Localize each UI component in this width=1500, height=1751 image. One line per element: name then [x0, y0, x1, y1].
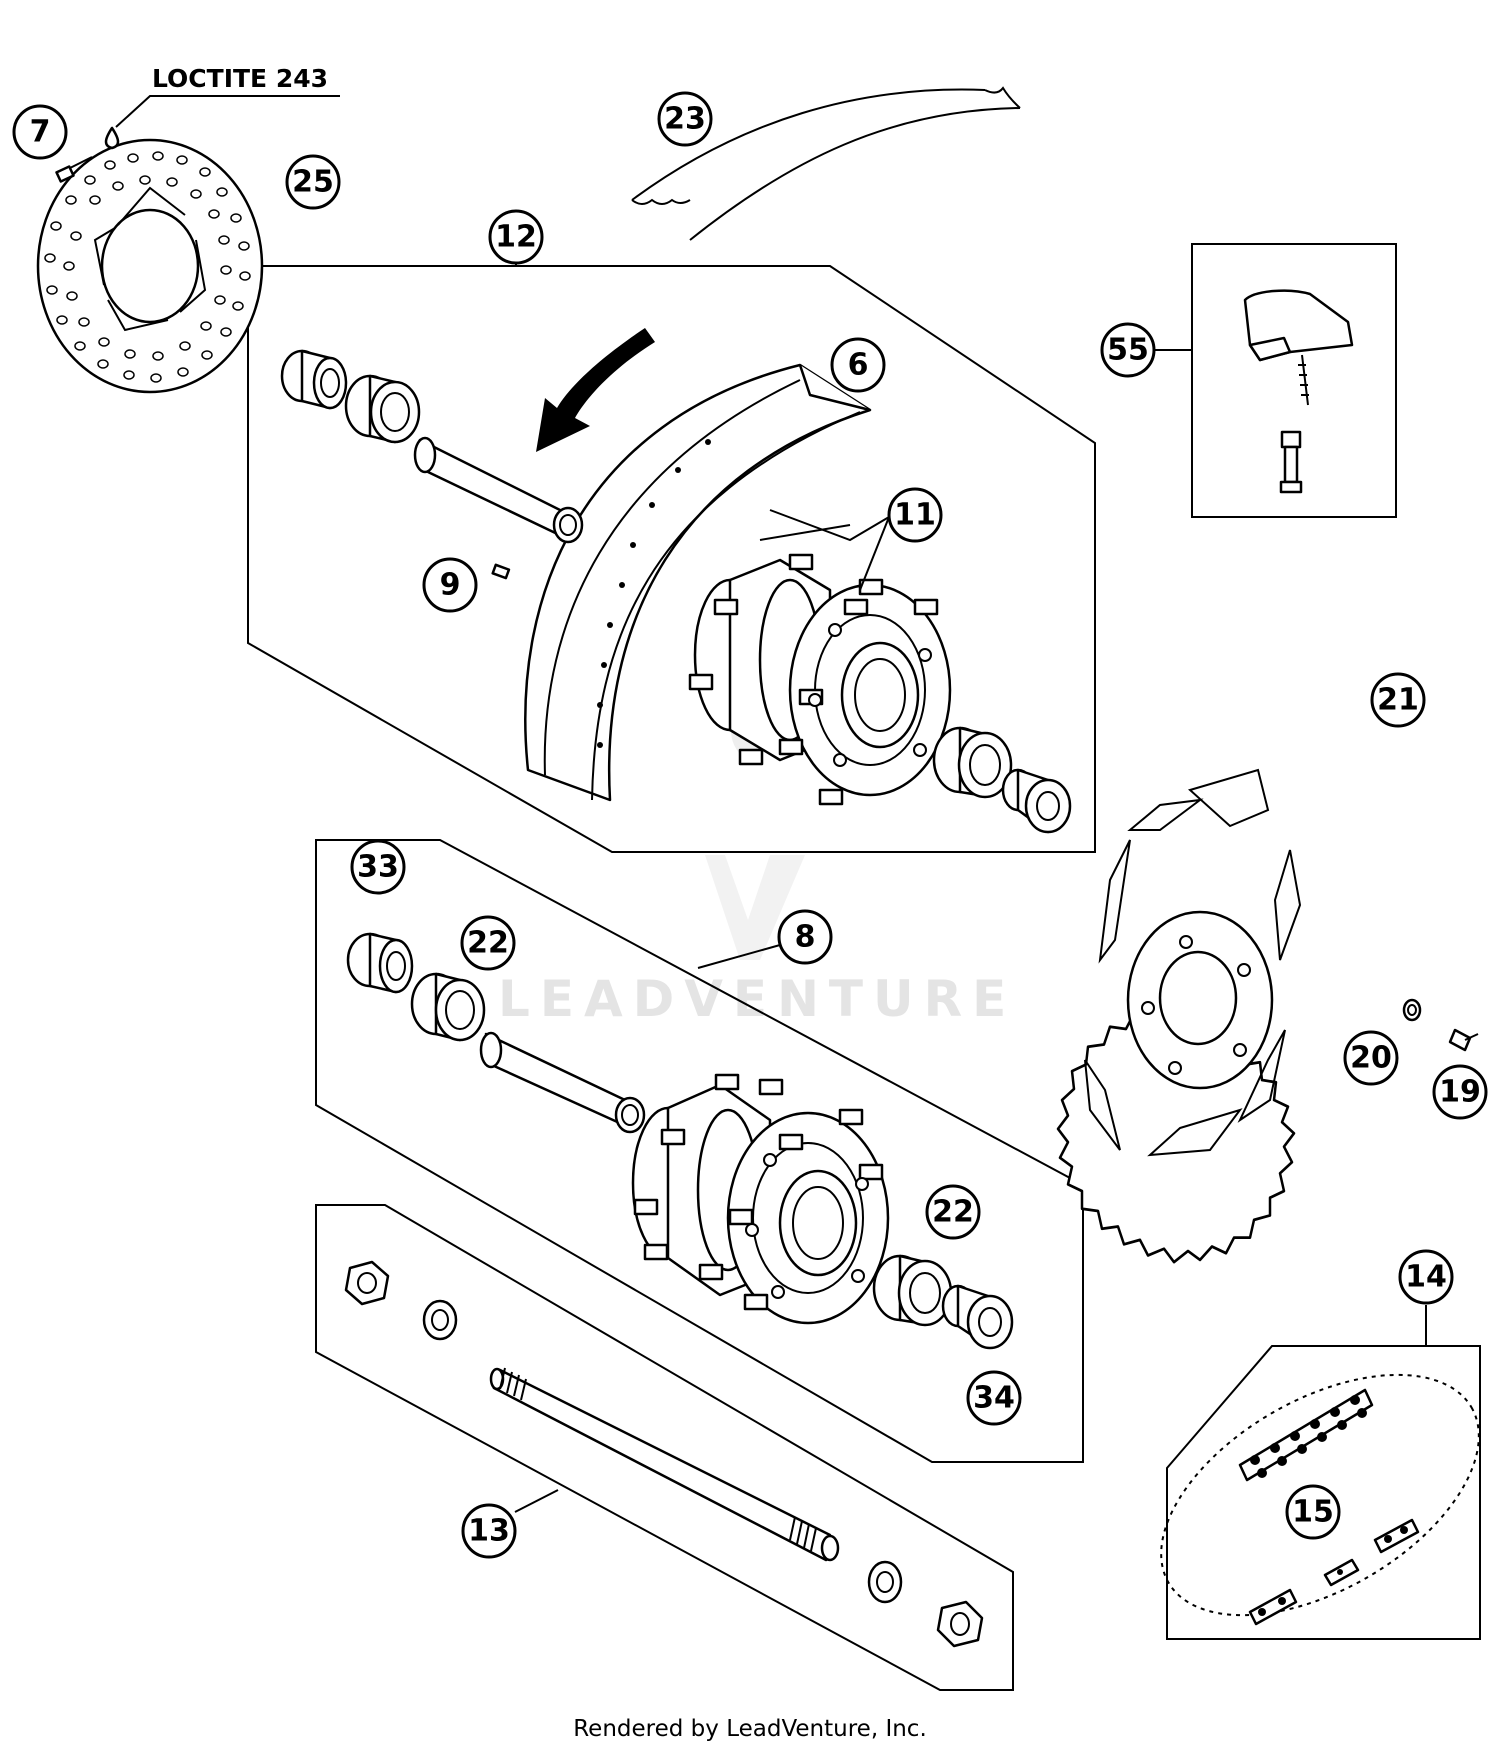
- svg-text:22: 22: [932, 1195, 974, 1230]
- svg-text:21: 21: [1377, 683, 1419, 718]
- callout-11-leader: [769, 509, 890, 542]
- sprocket-nut: [1402, 998, 1422, 1022]
- wheel-bearing-left: [344, 374, 421, 444]
- callout-14: 14: [1398, 1249, 1454, 1305]
- callout-11: 11: [887, 487, 943, 543]
- spoke-nipple: [491, 563, 511, 580]
- chain-box: [1166, 1345, 1481, 1640]
- wheel-bearing-right: [932, 726, 1013, 799]
- svg-text:20: 20: [1350, 1041, 1392, 1076]
- brake-disc: [36, 138, 264, 394]
- direction-arrow: [536, 328, 655, 452]
- loctite-label: LOCTITE 243: [152, 64, 328, 93]
- brake-disc-spokes: [93, 186, 207, 332]
- callout-8-leader: [697, 944, 781, 969]
- callout-25: 25: [285, 154, 341, 210]
- footer-credit: Rendered by LeadVenture, Inc.: [573, 1716, 927, 1742]
- watermark: LEADVENTURE: [498, 700, 1016, 1028]
- svg-text:55: 55: [1107, 333, 1149, 368]
- svg-text:13: 13: [468, 1514, 510, 1549]
- callout-22-lower: 22: [925, 1184, 981, 1240]
- svg-text:25: 25: [292, 165, 334, 200]
- hub-spacer-left: [346, 932, 414, 994]
- wheel-sleeve: [413, 436, 584, 544]
- hub-assembly-box: [315, 839, 1084, 1463]
- watermark-text: LEADVENTURE: [498, 970, 1016, 1028]
- rim: [524, 363, 872, 802]
- chain-outline: [1160, 1373, 1480, 1617]
- callout-13: 13: [461, 1503, 517, 1559]
- svg-text:15: 15: [1292, 1495, 1334, 1530]
- loctite-drop-icon: [104, 95, 340, 150]
- svg-text:19: 19: [1439, 1075, 1481, 1110]
- svg-text:33: 33: [357, 850, 399, 885]
- wheel-spacer-right: [1001, 768, 1072, 834]
- rear-sprocket: [1056, 768, 1302, 1264]
- callout-23: 23: [657, 91, 713, 147]
- callout-22-upper: 22: [460, 915, 516, 971]
- callout-7: 7: [12, 104, 68, 160]
- callout-21: 21: [1370, 672, 1426, 728]
- svg-text:22: 22: [467, 926, 509, 961]
- svg-text:6: 6: [848, 348, 869, 383]
- svg-text:12: 12: [495, 220, 537, 255]
- callout-9: 9: [422, 557, 478, 613]
- callout-20: 20: [1343, 1030, 1399, 1086]
- callout-6: 6: [830, 337, 886, 393]
- wheel-spacer-left: [280, 349, 348, 410]
- wheel-assembly-box: [247, 265, 1096, 853]
- hub-spacer-right: [941, 1284, 1014, 1350]
- callout-13-leader: [514, 1489, 559, 1513]
- svg-text:9: 9: [440, 568, 461, 603]
- svg-text:14: 14: [1405, 1260, 1447, 1295]
- axle-box: [315, 1204, 1014, 1691]
- chain-link-pieces: [1248, 1518, 1420, 1626]
- svg-text:7: 7: [30, 115, 51, 150]
- tire-valve: [1243, 289, 1354, 494]
- svg-text:11: 11: [894, 498, 936, 533]
- axle-nut-right: [936, 1600, 984, 1648]
- hub-bearing-right: [872, 1254, 953, 1327]
- hub-sleeve: [479, 1031, 646, 1134]
- callout-34: 34: [966, 1370, 1022, 1426]
- callout-33: 33: [350, 839, 406, 895]
- rim-strip: [631, 86, 1021, 241]
- axle-washer-left: [422, 1299, 458, 1341]
- brake-disc-holes: [44, 151, 251, 383]
- svg-text:23: 23: [664, 102, 706, 137]
- axle-washer-right: [867, 1560, 903, 1604]
- hub: [631, 1073, 890, 1325]
- svg-text:34: 34: [973, 1381, 1015, 1416]
- axle: [489, 1367, 840, 1562]
- callout-55: 55: [1100, 322, 1156, 378]
- valve-box: [1191, 243, 1397, 518]
- callout-12: 12: [488, 209, 544, 265]
- svg-text:8: 8: [795, 920, 816, 955]
- callout-15: 15: [1285, 1484, 1341, 1540]
- callout-8: 8: [777, 909, 833, 965]
- wheel-hub: [688, 524, 952, 806]
- callout-19: 19: [1432, 1064, 1488, 1120]
- axle-nut-left: [344, 1260, 390, 1306]
- chain-links: [1238, 1388, 1374, 1482]
- disc-bolt: [55, 156, 93, 183]
- sprocket-bolt: [1448, 1028, 1479, 1052]
- hub-bearing-left: [410, 972, 486, 1042]
